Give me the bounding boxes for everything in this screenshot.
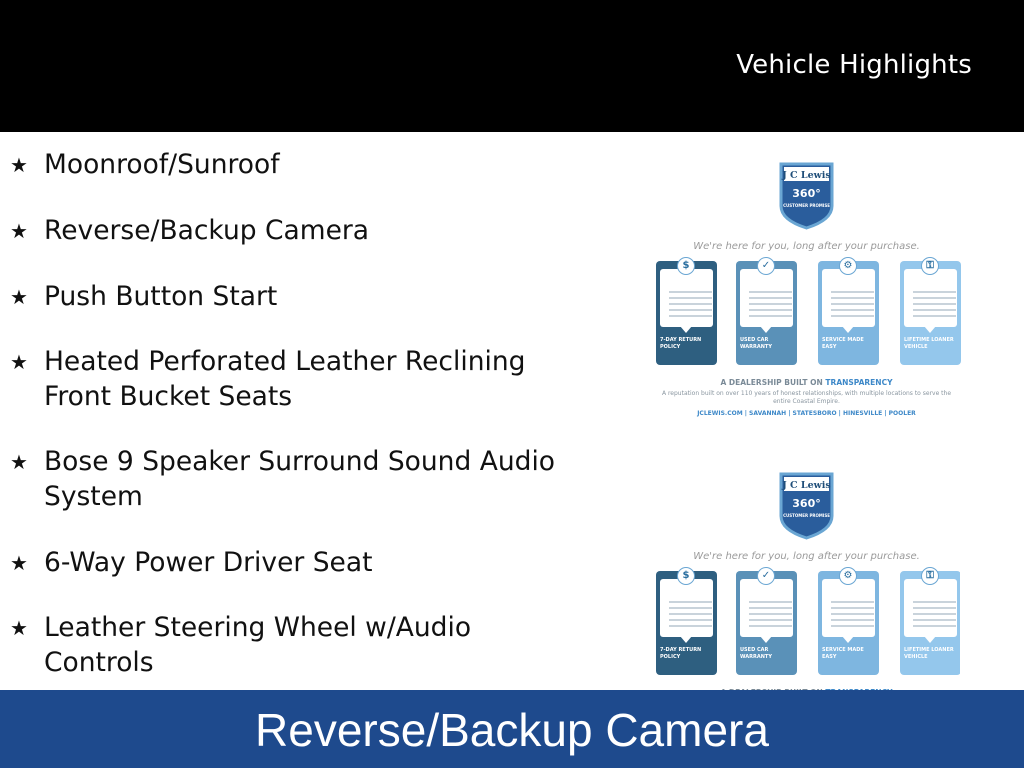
- caption-bar: Reverse/Backup Camera: [0, 690, 1024, 768]
- promise-card: ⚿ LIFETIME LOANER VEHICLE: [900, 257, 961, 365]
- feature-text: 6-Way Power Driver Seat: [44, 547, 373, 578]
- list-item: ★ Heated Perforated Leather Reclining Fr…: [10, 345, 580, 414]
- list-item: ★ Bose 9 Speaker Surround Sound Audio Sy…: [10, 445, 580, 514]
- feature-text: Heated Perforated Leather Reclining Fron…: [44, 346, 526, 412]
- tagline: We're here for you, long after your purc…: [693, 551, 920, 562]
- feature-text: Leather Steering Wheel w/Audio Controls: [44, 612, 472, 678]
- card-label: LIFETIME LOANER VEHICLE: [904, 337, 954, 350]
- reputation-text: A reputation built on over 110 years of …: [661, 390, 952, 405]
- star-bullet-icon: ★: [10, 350, 28, 374]
- star-bullet-icon: ★: [10, 450, 28, 474]
- card-label: USED CAR WARRANTY: [740, 647, 772, 660]
- shield-check-icon: ✓: [757, 567, 775, 585]
- feature-text: Push Button Start: [44, 281, 278, 312]
- card-label: LIFETIME LOANER VEHICLE: [904, 647, 954, 660]
- brand-logo-text: J C Lewis: [782, 480, 831, 491]
- feature-text: Reverse/Backup Camera: [44, 215, 370, 246]
- star-bullet-icon: ★: [10, 285, 28, 309]
- promise-card: ✓ USED CAR WARRANTY: [736, 257, 797, 365]
- promise-label: CUSTOMER PROMISE: [783, 513, 830, 518]
- star-bullet-icon: ★: [10, 616, 28, 640]
- car-service-icon: ⚙: [839, 567, 857, 585]
- card-label: SERVICE MADE EASY: [822, 337, 864, 350]
- feature-text: Bose 9 Speaker Surround Sound Audio Syst…: [44, 446, 556, 512]
- badge-360: 360°: [790, 186, 823, 202]
- list-item: ★ Push Button Start: [10, 280, 580, 315]
- promise-label: CUSTOMER PROMISE: [783, 203, 830, 208]
- car-service-icon: ⚙: [839, 257, 857, 275]
- locations-text: JCLEWIS.COM | SAVANNAH | STATESBORO | HI…: [697, 410, 916, 417]
- feature-text: Moonroof/Sunroof: [44, 149, 280, 180]
- customer-promise-image: J C Lewis 360° CUSTOMER PROMISE We're he…: [653, 472, 960, 690]
- car-key-icon: ⚿: [921, 257, 939, 275]
- dealership-prefix: A DEALERSHIP BUILT ON: [720, 688, 822, 690]
- dealership-heading: A DEALERSHIP BUILT ON TRANSPARENCY: [653, 378, 960, 387]
- list-item: ★ 6-Way Power Driver Seat: [10, 546, 580, 581]
- promise-card: ⚙ SERVICE MADE EASY: [818, 257, 879, 365]
- tagline: We're here for you, long after your purc…: [693, 241, 920, 252]
- card-label: 7-DAY RETURN POLICY: [660, 337, 702, 350]
- list-item: ★ Leather Steering Wheel w/Audio Control…: [10, 611, 580, 680]
- promise-card: ⚙ SERVICE MADE EASY: [818, 567, 879, 675]
- promise-card: ✓ USED CAR WARRANTY: [736, 567, 797, 675]
- badge-360: 360°: [790, 496, 823, 512]
- card-label: SERVICE MADE EASY: [822, 647, 864, 660]
- promise-cards: $ 7-DAY RETURN POLICY ✓ USED CAR WARRANT…: [656, 257, 961, 365]
- star-bullet-icon: ★: [10, 219, 28, 243]
- dealership-accent: TRANSPARENCY: [825, 378, 893, 387]
- dollar-refresh-icon: $: [677, 257, 695, 275]
- star-bullet-icon: ★: [10, 153, 28, 177]
- customer-promise-image: J C Lewis 360° CUSTOMER PROMISE We're he…: [653, 162, 961, 428]
- dealership-heading: A DEALERSHIP BUILT ON TRANSPARENCY: [653, 688, 960, 690]
- dealership-accent: TRANSPARENCY: [825, 688, 892, 690]
- card-label: 7-DAY RETURN POLICY: [660, 647, 702, 660]
- promise-cards: $ 7-DAY RETURN POLICY ✓ USED CAR WARRANT…: [656, 567, 960, 675]
- header-bar: Vehicle Highlights: [0, 0, 1024, 132]
- dollar-refresh-icon: $: [677, 567, 695, 585]
- card-label: USED CAR WARRANTY: [740, 337, 772, 350]
- shield-check-icon: ✓: [757, 257, 775, 275]
- list-item: ★ Moonroof/Sunroof: [10, 148, 580, 183]
- brand-logo-text: J C Lewis: [782, 170, 831, 181]
- star-bullet-icon: ★: [10, 551, 28, 575]
- page-title: Vehicle Highlights: [736, 50, 972, 80]
- car-key-icon: ⚿: [921, 567, 939, 585]
- dealership-prefix: A DEALERSHIP BUILT ON: [720, 378, 823, 387]
- list-item: ★ Reverse/Backup Camera: [10, 214, 580, 249]
- promise-card: $ 7-DAY RETURN POLICY: [656, 567, 717, 675]
- caption-text: Reverse/Backup Camera: [255, 704, 769, 756]
- promise-card: ⚿ LIFETIME LOANER VEHICLE: [900, 567, 960, 675]
- promise-card: $ 7-DAY RETURN POLICY: [656, 257, 717, 365]
